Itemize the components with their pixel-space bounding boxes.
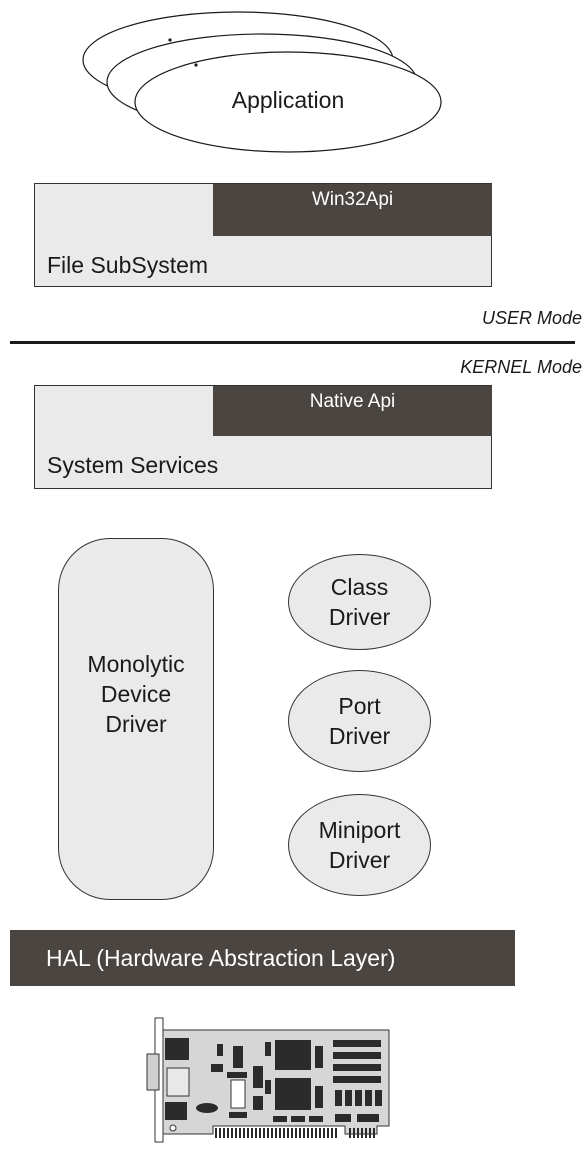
port-driver: Port Driver (288, 670, 431, 772)
class-driver-line1: Class (330, 574, 389, 600)
file-subsystem-label: File SubSystem (47, 252, 209, 278)
system-services-label: System Services (47, 452, 219, 478)
monolithic-driver-line1: Monolytic (87, 651, 185, 677)
win32api-bar: Win32Api (213, 184, 492, 236)
monolithic-driver-line2: Device (100, 681, 172, 707)
application-stack (82, 11, 442, 153)
application-ellipse-front (134, 51, 442, 153)
miniport-driver: Miniport Driver (288, 794, 431, 896)
file-subsystem-box: Win32Api File SubSystem (34, 183, 492, 287)
mode-boundary-line (10, 341, 575, 344)
monolithic-driver-line3: Driver (105, 711, 167, 737)
system-services-box: Native Api System Services (34, 385, 492, 489)
class-driver-line2: Driver (328, 604, 391, 630)
hal-bar: HAL (Hardware Abstraction Layer) (10, 930, 515, 986)
monolithic-device-driver: Monolytic Device Driver (58, 538, 214, 900)
miniport-driver-line2: Driver (328, 847, 391, 873)
port-driver-line1: Port (338, 693, 381, 719)
expansion-card-icon (146, 1017, 390, 1143)
native-api-bar: Native Api (213, 386, 492, 436)
application-label: Application (231, 86, 345, 113)
class-driver: Class Driver (288, 554, 431, 650)
miniport-driver-line1: Miniport (318, 817, 401, 843)
port-driver-line2: Driver (328, 723, 391, 749)
kernel-mode-label: KERNEL Mode (460, 357, 582, 377)
user-mode-label: USER Mode (481, 308, 582, 328)
